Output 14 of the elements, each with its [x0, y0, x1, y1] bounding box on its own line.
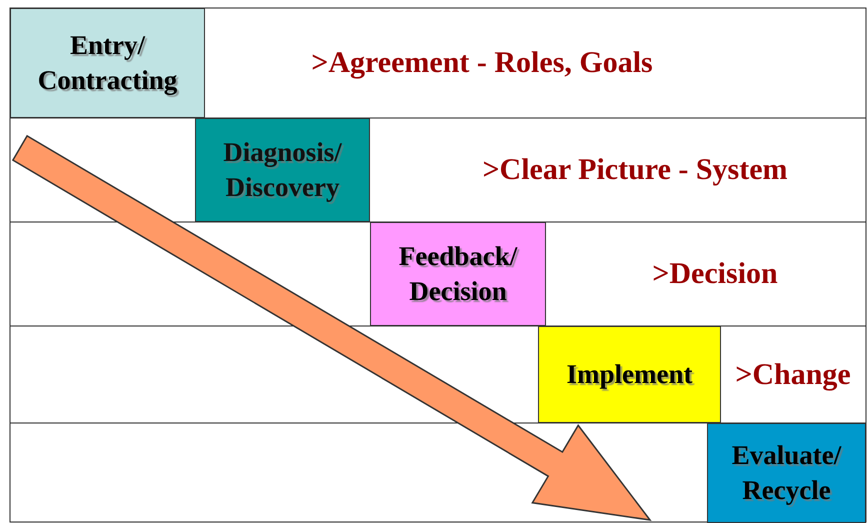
stage-label: Implement: [566, 358, 692, 391]
stage-label: Entry/ Contracting: [36, 28, 178, 97]
stage-box: [370, 222, 546, 326]
outcome-label: >Change: [735, 358, 851, 392]
outcome-label: >Clear Picture - System: [482, 153, 788, 187]
stage-box: [10, 8, 205, 118]
stage-box: [538, 326, 721, 423]
outcome-label: >Agreement - Roles, Goals: [311, 46, 653, 80]
stage-box: [195, 118, 370, 222]
outcome-label: >Decision: [652, 257, 778, 291]
stage-box: [707, 423, 866, 523]
stage-label: Feedback/ Decision: [398, 240, 518, 308]
stage-label: Evaluate/ Recycle: [730, 438, 842, 507]
stage-label: Diagnosis/ Discovery: [222, 136, 343, 204]
